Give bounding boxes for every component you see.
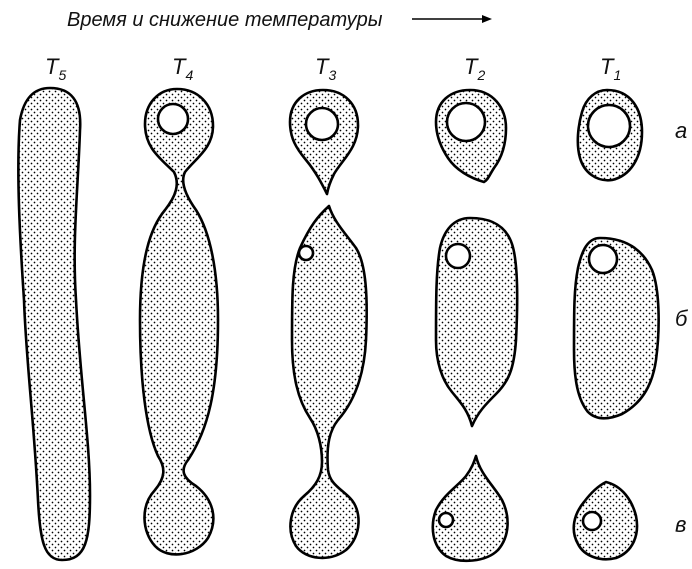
column-label-t3: T3 (315, 54, 336, 83)
t5-elongated-rod (18, 88, 90, 560)
t3-row-a-drop (290, 90, 358, 194)
row-label-v: в (675, 512, 686, 537)
t4-top-bubble (158, 104, 188, 134)
t1-row-c-bubble (583, 512, 601, 530)
row-label-a: а (675, 118, 687, 143)
column-label-t4: T4 (172, 54, 193, 83)
row-label-b: б (675, 306, 689, 331)
header-caption: Время и снижение температуры (67, 9, 383, 31)
right-arrow-icon (412, 15, 492, 23)
t3-row-b-bubble (299, 246, 313, 260)
t2-row-c-bubble (439, 513, 453, 527)
t4-dumbbell-shape (140, 89, 218, 554)
column-label-t2: T2 (464, 54, 485, 83)
t2-row-c-drop (433, 456, 508, 561)
t1-row-a-bubble (588, 105, 630, 147)
t3-row-a-bubble (306, 108, 338, 140)
t1-row-b-bubble (589, 245, 617, 273)
column-label-t1: T1 (600, 54, 621, 83)
t2-row-a-bubble (447, 103, 485, 141)
t2-row-b-bubble (446, 244, 470, 268)
column-label-t5: T5 (45, 54, 66, 83)
